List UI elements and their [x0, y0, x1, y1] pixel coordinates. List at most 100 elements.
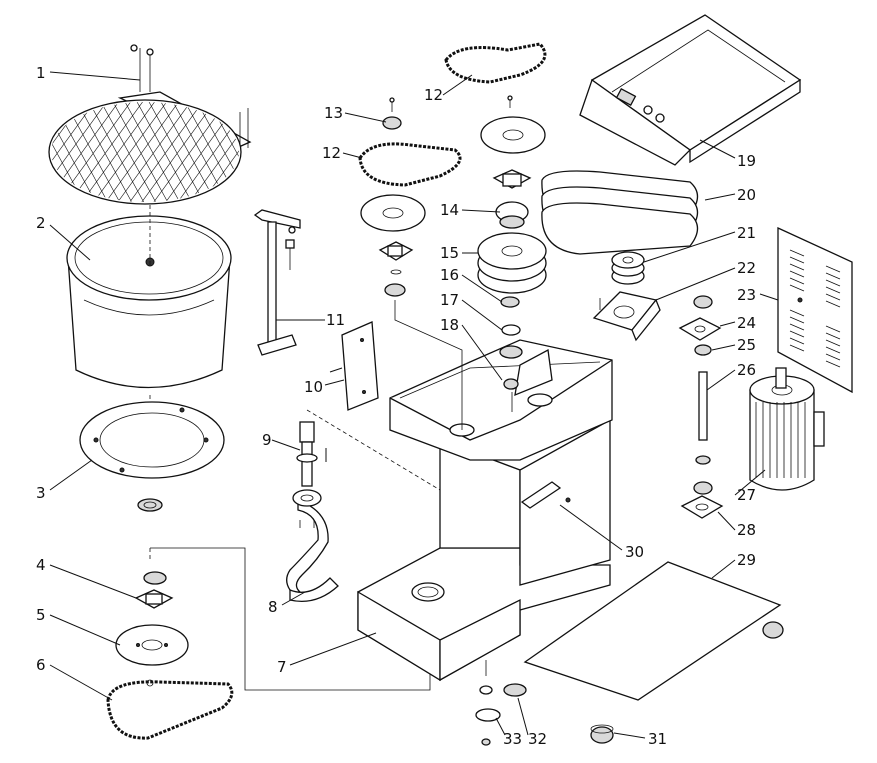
callout-19: 19: [737, 152, 756, 170]
mesh-line: [75, 102, 157, 202]
part-tensioner: [520, 481, 571, 509]
part-wire-guard: [0, 44, 252, 210]
callout-18: 18: [440, 316, 459, 334]
callout-16: 16: [440, 266, 459, 284]
vent-slot: [825, 272, 841, 280]
callout-4: 4: [36, 556, 46, 574]
part-motor-pulley: [611, 251, 645, 285]
part-base-ring: [79, 401, 225, 512]
callout-7: 7: [277, 658, 287, 676]
mesh-line: [87, 102, 149, 202]
part-right-sprocket-stack: [480, 95, 546, 229]
callout-9: 9: [262, 431, 272, 449]
mesh-line: [123, 102, 205, 202]
mesh-line: [0, 100, 28, 210]
mesh-line: [51, 102, 101, 202]
vent-slot: [825, 325, 841, 333]
vent-slot: [789, 323, 805, 331]
vent-slot: [825, 332, 841, 340]
callout-2: 2: [36, 214, 46, 232]
part-upper-chain: [444, 42, 547, 84]
callout-3: 3: [36, 484, 46, 502]
part-lower-chain: [106, 679, 234, 740]
callout-5: 5: [36, 606, 46, 624]
part-right-shaft: [693, 371, 713, 495]
mesh-line: [87, 102, 169, 202]
part-mixing-shaft: [292, 409, 441, 528]
callout-22: 22: [737, 259, 756, 277]
part-upper-right-bearing: [678, 295, 722, 356]
callout-32: 32: [528, 730, 547, 748]
vent-slot: [789, 270, 805, 278]
mesh-line: [195, 102, 239, 202]
mesh-line: [0, 100, 40, 210]
vent-slot: [789, 330, 805, 338]
mesh-line: [123, 102, 185, 202]
callout-12-upper: 12: [424, 86, 443, 104]
mesh-line: [51, 102, 109, 202]
vent-slot: [825, 346, 841, 354]
mesh-line: [0, 100, 48, 210]
part-mount-plate: [592, 291, 661, 342]
mesh-line: [99, 102, 181, 202]
vent-slot: [789, 309, 805, 317]
mesh-line: [135, 102, 197, 202]
vent-slot: [825, 265, 841, 273]
part-dough-hook: [286, 499, 339, 603]
vent-slot: [825, 279, 841, 287]
callout-14: 14: [440, 201, 459, 219]
callout-26: 26: [737, 361, 756, 379]
callout-labels: 1 2 3 4 5 6 7 8 9 10 11 12 12 13 14 15 1…: [36, 64, 756, 748]
vent-slot: [789, 277, 805, 285]
vent-slot: [789, 256, 805, 264]
mesh-line: [75, 102, 137, 202]
callout-21: 21: [737, 224, 756, 242]
part-base-plate: [523, 561, 784, 701]
mesh-line: [147, 102, 209, 202]
mesh-line: [111, 102, 193, 202]
part-bottom-bearing-stack: [475, 660, 527, 746]
vent-slot: [789, 284, 805, 292]
vent-slot: [789, 316, 805, 324]
vent-slot: [825, 360, 841, 368]
part-lower-bearing-block: [134, 571, 174, 633]
callout-12-middle: 12: [322, 144, 341, 162]
vent-slot: [825, 300, 841, 308]
vent-slot: [825, 353, 841, 361]
callout-6: 6: [36, 656, 46, 674]
part-middle-chain: [358, 142, 462, 187]
callout-1: 1: [36, 64, 46, 82]
mesh-line: [51, 102, 97, 202]
part-cover-plate: [329, 321, 379, 411]
part-rubber-foot: [590, 724, 614, 744]
part-left-sprocket-stack: [360, 97, 463, 430]
part-main-body: [357, 339, 613, 682]
mesh-line: [111, 102, 173, 202]
leader-lines: [49, 71, 779, 739]
part-lower-pulley: [115, 624, 189, 666]
part-lower-right-bearing: [680, 495, 724, 519]
part-bowl: [66, 205, 232, 455]
callout-28: 28: [737, 521, 756, 539]
callout-29: 29: [737, 551, 756, 569]
vent-slot: [789, 249, 805, 257]
callout-24: 24: [737, 314, 756, 332]
mesh-line: [183, 102, 239, 202]
callout-20: 20: [737, 186, 756, 204]
part-control-cover: [579, 14, 802, 166]
part-vent-grille: [777, 226, 853, 394]
vent-slot: [789, 263, 805, 271]
callout-15: 15: [440, 244, 459, 262]
mesh-line: [135, 102, 217, 202]
vent-slot: [825, 293, 841, 301]
vent-slot: [825, 339, 841, 347]
callout-31: 31: [648, 730, 667, 748]
callout-25: 25: [737, 336, 756, 354]
part-bearings-16-18: [499, 296, 523, 412]
callout-23: 23: [737, 286, 756, 304]
callout-33: 33: [503, 730, 522, 748]
mesh-line: [51, 102, 53, 202]
callout-30: 30: [625, 543, 644, 561]
vent-slot: [825, 286, 841, 294]
